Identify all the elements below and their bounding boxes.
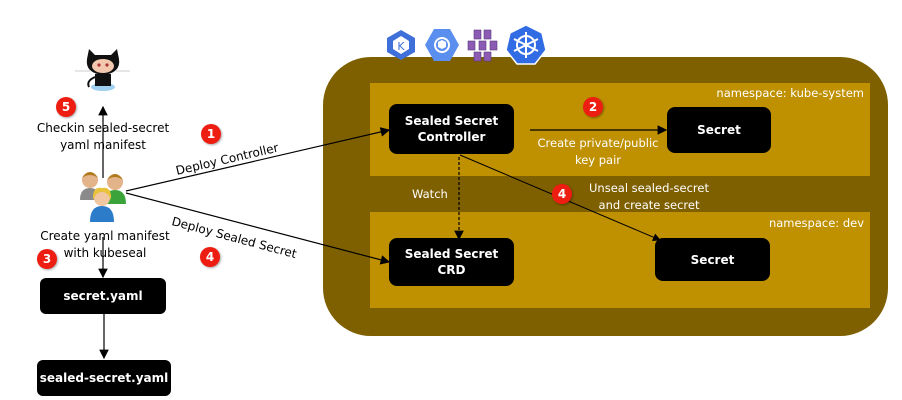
deploy-controller-arrow bbox=[125, 127, 391, 192]
unseal-label-line2: and create secret bbox=[598, 198, 700, 212]
sealed-secret-controller-box[interactable]: Sealed Secret Controller bbox=[389, 104, 514, 154]
user-group-icon bbox=[78, 162, 128, 224]
sealed-secret-crd-box[interactable]: Sealed Secret CRD bbox=[389, 238, 514, 286]
keypair-label-line2: key pair bbox=[574, 153, 622, 167]
controller-line2: Controller bbox=[417, 130, 486, 144]
create-manifest-label: Create yaml manifest with kubeseal bbox=[30, 228, 180, 262]
deploy-sealed-secret-arrow bbox=[125, 192, 391, 265]
kube-system-secret-box[interactable]: Secret bbox=[667, 107, 771, 153]
step-badge-4-unseal: 4 bbox=[552, 184, 572, 204]
checkin-label: Checkin sealed-secret yaml manifest bbox=[28, 120, 178, 154]
checkin-label-line1: Checkin sealed-secret bbox=[36, 121, 170, 135]
gke-icon bbox=[424, 28, 460, 62]
namespace-dev-label: namespace: dev bbox=[768, 216, 864, 230]
namespace-kube-system-label: namespace: kube-system bbox=[716, 86, 864, 100]
step-badge-2: 2 bbox=[583, 97, 603, 117]
step-badge-3: 3 bbox=[37, 249, 57, 269]
sealed-secret-yaml-box[interactable]: sealed-secret.yaml bbox=[37, 360, 171, 396]
dev-secret-box[interactable]: Secret bbox=[655, 238, 770, 281]
create-manifest-label-line1: Create yaml manifest bbox=[40, 229, 170, 243]
amazon-eks-cubes-icon bbox=[466, 29, 500, 63]
controller-line1: Sealed Secret bbox=[404, 114, 499, 128]
watch-label: Watch bbox=[412, 187, 448, 201]
kubernetes-helm-wheel-icon bbox=[505, 24, 547, 66]
unseal-label: Unseal sealed-secret and create secret bbox=[574, 180, 724, 214]
step-badge-5: 5 bbox=[56, 97, 76, 117]
keypair-label-line1: Create private/public bbox=[537, 136, 659, 150]
github-octocat-icon bbox=[72, 47, 132, 93]
kubernetes-engine-k-icon: K bbox=[384, 29, 418, 61]
secret-yaml-box[interactable]: secret.yaml bbox=[40, 278, 166, 314]
create-manifest-label-line2: with kubeseal bbox=[63, 246, 147, 260]
keypair-label: Create private/public key pair bbox=[532, 135, 664, 169]
checkin-label-line2: yaml manifest bbox=[60, 138, 146, 152]
unseal-label-line1: Unseal sealed-secret bbox=[589, 181, 709, 195]
step-badge-1: 1 bbox=[201, 124, 221, 144]
svg-text:K: K bbox=[397, 40, 405, 53]
step-badge-4-deploy: 4 bbox=[200, 247, 220, 267]
